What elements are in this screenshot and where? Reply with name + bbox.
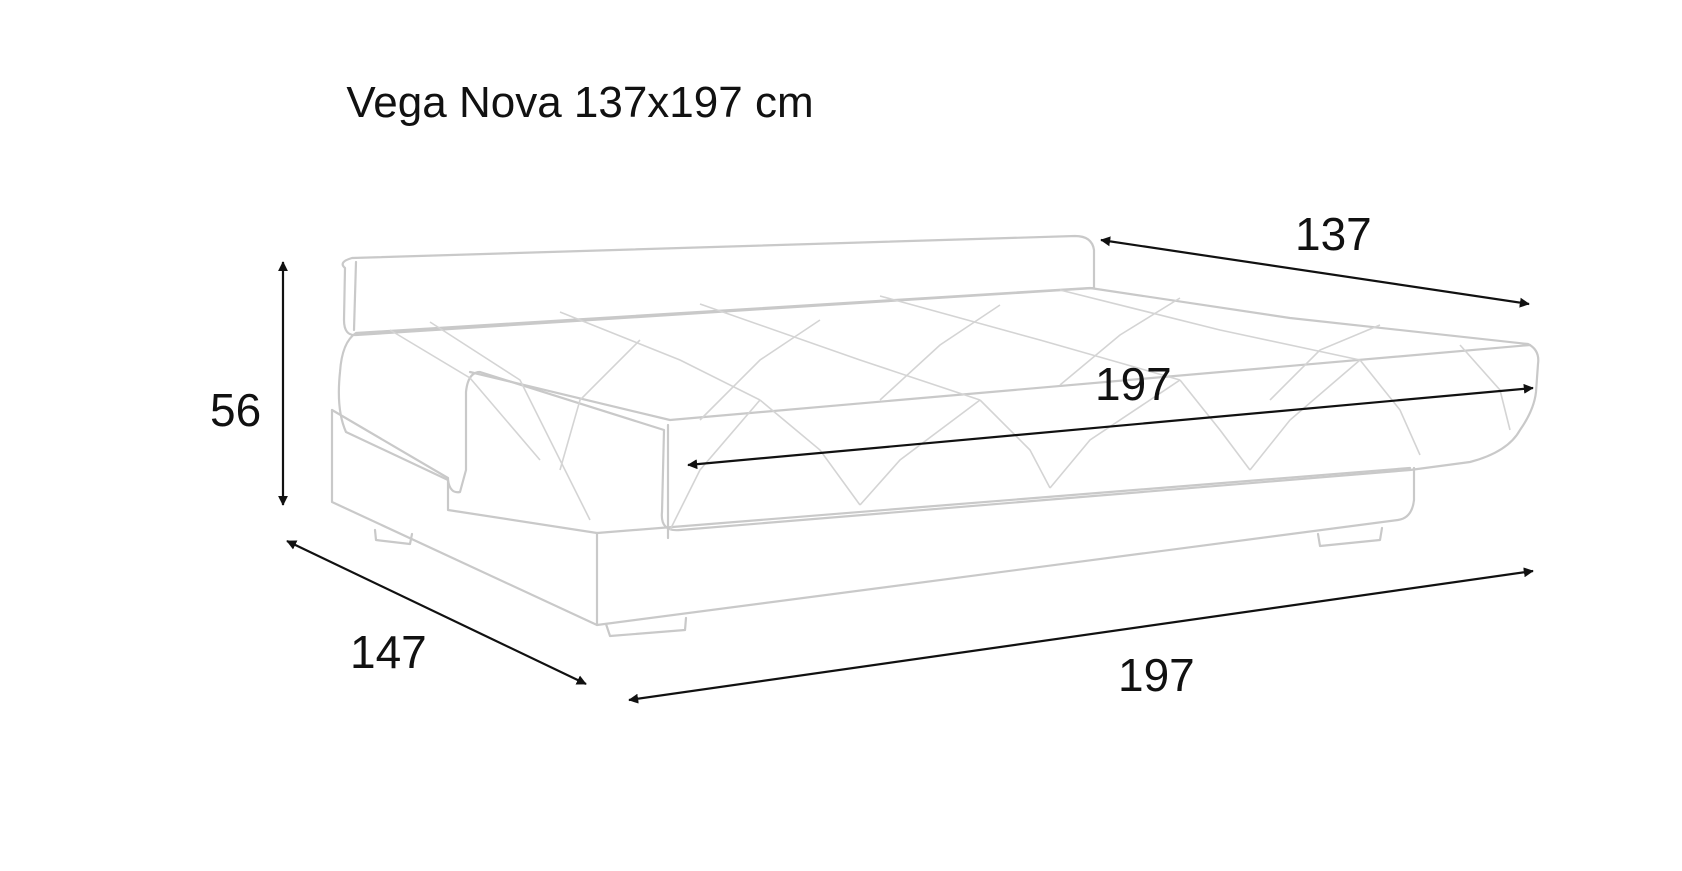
height-label: 56: [210, 384, 262, 436]
length-front-label: 197: [1118, 649, 1195, 701]
depth-arrow: [286, 540, 587, 685]
depth-label: 147: [350, 626, 427, 678]
width-back-arrow: [1100, 236, 1530, 308]
length-top-label: 197: [1095, 358, 1172, 410]
foot-right: [1316, 526, 1384, 548]
backrest: [341, 234, 1096, 337]
width-back-label: 137: [1295, 208, 1372, 260]
sofa-outline: [330, 234, 1540, 638]
foot-front: [604, 616, 688, 638]
length-top-arrow: [687, 383, 1534, 470]
quilt-pattern: [389, 289, 1511, 531]
mattress-top: [337, 286, 1540, 532]
length-front-arrow: [628, 567, 1534, 704]
diagram-title: Vega Nova 137x197 cm: [346, 78, 814, 127]
